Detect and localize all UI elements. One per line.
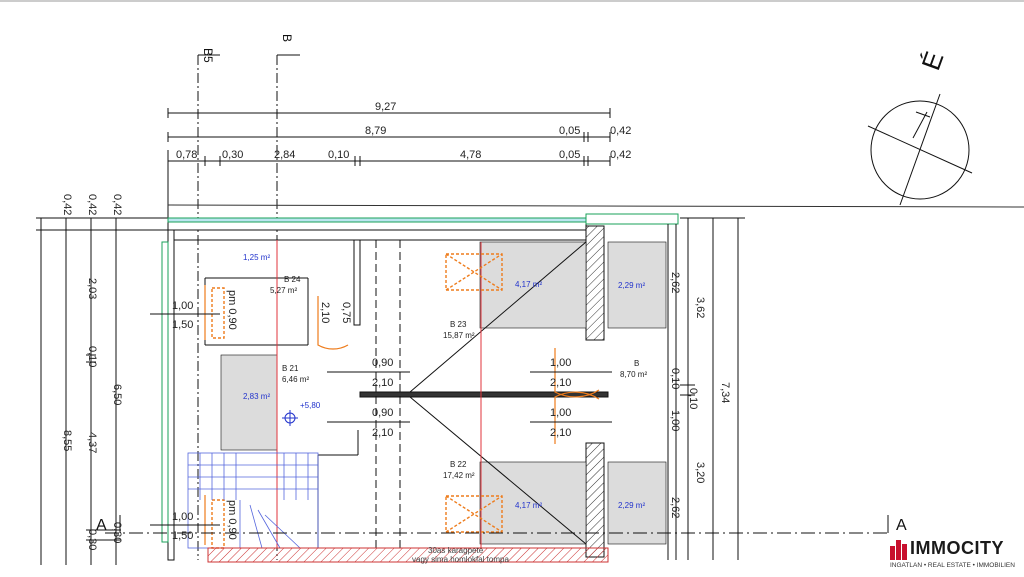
left-dim-3: 2,03 bbox=[86, 278, 98, 299]
left-dim-outer: 8,55 bbox=[61, 430, 73, 451]
left-dim-6: 0,30 bbox=[86, 529, 98, 550]
dim-row2-c: 0,42 bbox=[610, 125, 631, 137]
doors bbox=[204, 285, 600, 545]
dim-row2-a: 8,79 bbox=[365, 125, 386, 137]
note-line-1: 30as karagpete bbox=[428, 546, 484, 555]
room-id-b: B bbox=[634, 359, 639, 368]
dim-row3-b: 0,30 bbox=[222, 149, 243, 161]
room-area-b: 8,70 m² bbox=[620, 370, 647, 379]
dim-row3-g: 0,42 bbox=[610, 149, 631, 161]
immocity-building-icon bbox=[890, 540, 907, 560]
opening-w-4: 0,90 bbox=[372, 407, 393, 419]
opening-w-7: 0,75 bbox=[340, 302, 352, 323]
room-area-b23: 15,87 m² bbox=[443, 331, 475, 340]
opening-w-5: 1,00 bbox=[550, 357, 571, 369]
right-dim-b0: 2,62 bbox=[669, 272, 681, 293]
opening-w-3: 0,90 bbox=[372, 357, 393, 369]
left-dim-middle: 6,50 bbox=[111, 384, 123, 405]
section-line bbox=[105, 515, 889, 534]
area-3: 4,17 m² bbox=[515, 280, 542, 289]
right-dim-b5: 2,62 bbox=[669, 497, 681, 518]
section-label-right: A bbox=[896, 517, 907, 534]
area-1: 1,25 m² bbox=[243, 253, 270, 262]
pm-label-2: pm 0,90 bbox=[226, 500, 238, 540]
opening-h-1: 1,50 bbox=[172, 319, 193, 331]
note-line-2: vagy sima homlokfal tompa bbox=[412, 555, 509, 564]
left-dimensions bbox=[36, 217, 170, 565]
brand-tagline: INGATLAN • REAL ESTATE • IMMOBILIEN bbox=[890, 562, 1015, 569]
immocity-logo: IMMOCITY INGATLAN • REAL ESTATE • IMMOBI… bbox=[890, 538, 1022, 574]
area-4: 4,17 m² bbox=[515, 501, 542, 510]
orange-fixtures bbox=[211, 253, 503, 549]
dim-row3-d: 0,10 bbox=[328, 149, 349, 161]
dim-row3-e: 4,78 bbox=[460, 149, 481, 161]
section-label-left: A bbox=[96, 517, 107, 534]
room-area-b21: 6,46 m² bbox=[282, 375, 309, 384]
level-marker-icon bbox=[282, 410, 298, 426]
room-area-b24: 5,27 m² bbox=[270, 286, 297, 295]
area-5: 2,29 m² bbox=[618, 281, 645, 290]
left-dim-5: 4,37 bbox=[86, 432, 98, 453]
grid-axis-b5-label: B5 bbox=[201, 48, 215, 63]
top-dimensions bbox=[167, 108, 611, 230]
left-dim-4: 0,10 bbox=[86, 346, 98, 367]
dim-row3-c: 2,84 bbox=[274, 149, 295, 161]
opening-h-3: 2,10 bbox=[372, 377, 393, 389]
grid-axis-b5 bbox=[197, 54, 220, 560]
right-dim-b1: 0,10 bbox=[669, 368, 681, 389]
brand-name: IMMOCITY bbox=[910, 538, 1004, 558]
right-dim-b3: 1,00 bbox=[669, 410, 681, 431]
left-dim-1: 0,42 bbox=[86, 194, 98, 215]
staircase bbox=[187, 452, 319, 549]
left-dim-0: 0,42 bbox=[61, 194, 73, 215]
red-axis-lines bbox=[276, 240, 482, 548]
room-area-b22: 17,42 m² bbox=[443, 471, 475, 480]
right-dim-b2: 0,10 bbox=[687, 388, 699, 409]
dim-row3-a: 0,78 bbox=[176, 149, 197, 161]
north-arrow bbox=[867, 93, 973, 206]
opening-lines bbox=[150, 313, 612, 526]
room-id-b21: B 21 bbox=[282, 364, 299, 373]
bottom-wall bbox=[207, 547, 609, 563]
stair-diagonals bbox=[375, 240, 587, 548]
area-6: 2,29 m² bbox=[618, 501, 645, 510]
area-2: 2,83 m² bbox=[243, 392, 270, 401]
opening-h-2: 1,50 bbox=[172, 530, 193, 542]
right-dim-a0: 3,62 bbox=[694, 297, 706, 318]
grid-axis-b bbox=[276, 54, 300, 560]
left-dim-2: 0,42 bbox=[111, 194, 123, 215]
grid-axis-b-label: B bbox=[280, 34, 294, 42]
right-dimensions bbox=[680, 217, 745, 560]
room-id-b23: B 23 bbox=[450, 320, 467, 329]
opening-w-6: 1,00 bbox=[550, 407, 571, 419]
opening-h-6: 2,10 bbox=[550, 427, 571, 439]
room-id-b22: B 22 bbox=[450, 460, 467, 469]
dim-row3-f: 0,05 bbox=[559, 149, 580, 161]
north-label: É bbox=[915, 47, 949, 74]
pm-label-1: pm 0,90 bbox=[226, 290, 238, 330]
opening-h-7: 2,10 bbox=[319, 302, 331, 323]
grey-zones bbox=[220, 241, 667, 545]
dim-overall: 9,27 bbox=[375, 101, 396, 113]
opening-h-4: 2,10 bbox=[372, 427, 393, 439]
dim-row2-b: 0,05 bbox=[559, 125, 580, 137]
property-line bbox=[167, 204, 1024, 208]
opening-w-1: 1,00 bbox=[172, 300, 193, 312]
opening-h-5: 2,10 bbox=[550, 377, 571, 389]
level-mark: +5,80 bbox=[300, 401, 321, 410]
right-dim-outer: 7,34 bbox=[719, 382, 731, 403]
right-dim-a1: 3,20 bbox=[694, 462, 706, 483]
room-id-b24: B 24 bbox=[284, 275, 301, 284]
opening-w-2: 1,00 bbox=[172, 511, 193, 523]
